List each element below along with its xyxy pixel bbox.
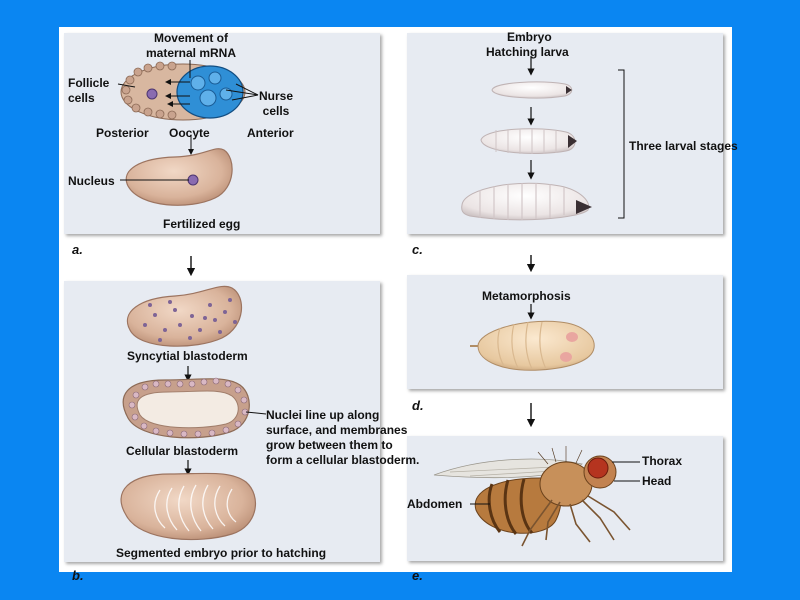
nurse-cells-label: Nurse cells xyxy=(259,89,294,118)
abdomen-label: Abdomen xyxy=(407,497,463,511)
follicle-cells xyxy=(121,61,177,120)
panel-e-tag: e. xyxy=(412,568,423,583)
segmented-embryo-label: Segmented embryo prior to hatching xyxy=(116,546,327,560)
metamorphosis-label: Metamorphosis xyxy=(482,289,571,303)
cellular-blastoderm-embryo xyxy=(122,377,267,439)
oocyte-label: Oocyte xyxy=(169,126,210,140)
hatching-larva-label: Hatching larva xyxy=(486,45,569,59)
adult-fly xyxy=(433,446,640,547)
head-label: Head xyxy=(642,474,672,488)
three-larval-stages-label: Three larval stages xyxy=(629,139,738,153)
fly-legs xyxy=(521,495,631,547)
embryo-label: Embryo xyxy=(507,30,552,44)
larva-second-instar xyxy=(480,128,577,154)
oocyte-nucleus xyxy=(146,88,158,100)
egg-nucleus xyxy=(187,174,199,186)
panel-d-tag: d. xyxy=(412,398,424,413)
segmented-embryo xyxy=(120,472,256,541)
larva-third-instar xyxy=(461,182,592,221)
follicle-cells-label: Follicle cells xyxy=(68,76,110,105)
panel-b-tag: b. xyxy=(72,568,84,583)
anterior-label: Anterior xyxy=(247,126,294,140)
nucleus-label: Nucleus xyxy=(68,174,115,188)
panel-a-tag: a. xyxy=(72,242,83,257)
nurse-cells xyxy=(176,65,244,119)
syncytial-blastoderm-embryo xyxy=(127,285,243,347)
fertilized-egg-label: Fertilized egg xyxy=(163,217,241,231)
panel-a-box xyxy=(64,33,380,234)
panel-c-tag: c. xyxy=(412,242,423,257)
larval-stages-bracket xyxy=(618,69,625,219)
syncytial-blastoderm-label: Syncytial blastoderm xyxy=(127,349,248,363)
larva-first-instar xyxy=(491,81,573,99)
egg-chamber xyxy=(117,60,259,155)
fertilized-egg xyxy=(120,148,233,206)
fly-eye xyxy=(587,457,609,479)
nuclei-note-label: Nuclei line up along surface, and membra… xyxy=(266,408,420,467)
movement-mrna-label: Movement of maternal mRNA xyxy=(145,31,237,60)
posterior-label: Posterior xyxy=(96,126,149,140)
cellular-blastoderm-label: Cellular blastoderm xyxy=(126,444,239,458)
thorax-label: Thorax xyxy=(642,454,683,468)
pupa xyxy=(470,320,595,371)
